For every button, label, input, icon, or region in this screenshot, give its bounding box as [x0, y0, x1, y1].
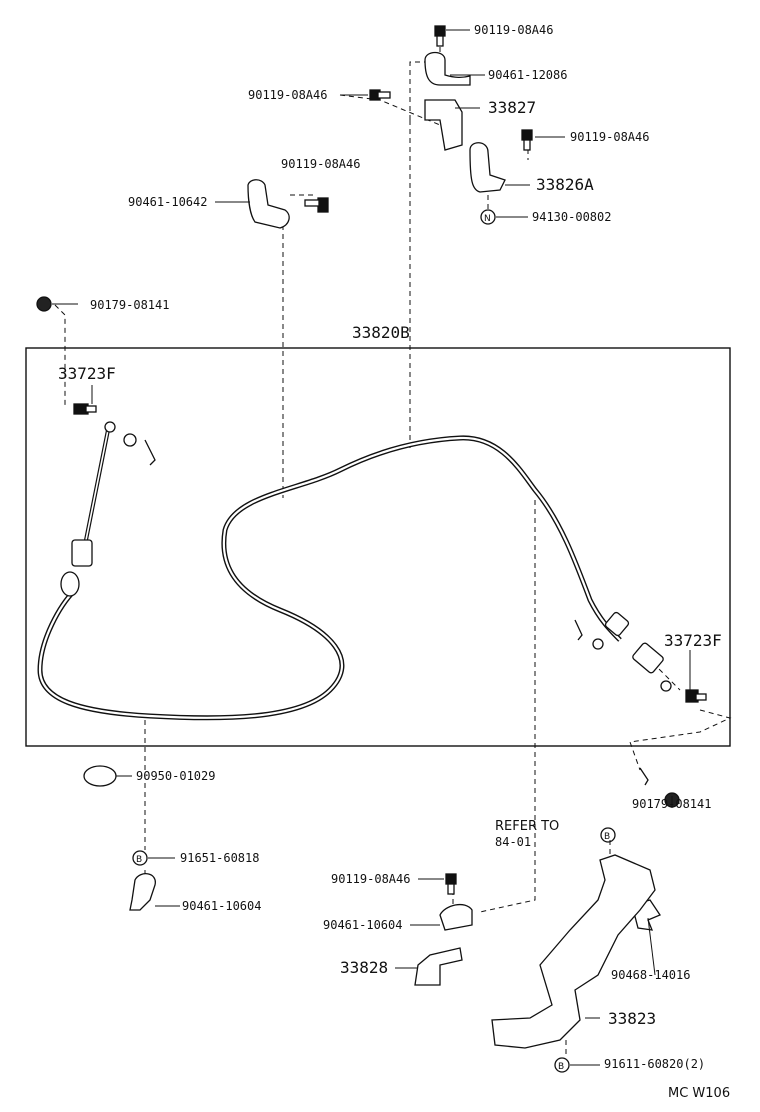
label-bracket-33823: 33823	[608, 1009, 657, 1028]
label-bolt-bottom-right: 91611-60820(2)	[604, 1057, 706, 1071]
clip-left-top	[36, 296, 52, 312]
bracket-33823	[491, 854, 656, 1049]
pin-right-bottom	[639, 767, 649, 786]
label-clamp-left: 90461-10642	[128, 195, 208, 209]
pin-right	[574, 619, 583, 641]
bolt-b-bottom: B	[554, 1057, 570, 1073]
cable-assembly-frame	[25, 347, 731, 747]
label-bracket-33826a: 33826A	[536, 175, 594, 194]
label-bolt-top: 90119-08A46	[474, 23, 554, 37]
grommet	[83, 765, 117, 787]
label-clip-right-bottom: 90179-08141	[632, 797, 712, 811]
bolt-b-top: B	[600, 827, 616, 843]
pin-left	[144, 439, 156, 466]
cable-body	[37, 435, 622, 721]
nut-n: N	[480, 209, 496, 225]
label-nut-top: 94130-00802	[532, 210, 612, 224]
clamp-left	[247, 179, 290, 229]
label-bolt-left-top: 90119-08A46	[248, 88, 328, 102]
bracket-33827	[424, 99, 463, 151]
label-bracket-33827: 33827	[488, 98, 537, 117]
label-clip-left-top: 90179-08141	[90, 298, 170, 312]
bracket-33828	[414, 947, 463, 986]
label-clamp-top: 90461-12086	[488, 68, 568, 82]
bolt-left-top	[369, 89, 391, 101]
bolt-right	[521, 129, 533, 151]
label-bracket-33828: 33828	[340, 958, 389, 977]
bolt-top	[434, 25, 446, 47]
cable-end-left	[60, 421, 116, 597]
bolt-mid	[304, 197, 329, 213]
cable-end-right	[604, 611, 672, 692]
clamp-bottom-left	[129, 873, 156, 911]
washer-right	[592, 638, 604, 650]
washer-left	[123, 433, 137, 447]
label-end-left: 33723F	[58, 364, 116, 383]
bolt-bottom	[445, 873, 457, 895]
label-leaders	[52, 29, 691, 1066]
clamp-top	[424, 51, 471, 86]
label-clip-bracket: 90468-14016	[611, 968, 691, 982]
label-refer-to: REFER TO	[495, 819, 560, 834]
label-cable-assy: 33820B	[352, 323, 410, 342]
bolt-b-left: B	[132, 850, 148, 866]
bracket-33826a	[469, 142, 506, 193]
svg-text:B: B	[136, 855, 142, 865]
svg-text:B: B	[604, 832, 610, 842]
label-bolt-bottom: 90119-08A46	[331, 872, 411, 886]
label-clamp-bottom-left: 90461-10604	[182, 899, 262, 913]
label-end-right: 33723F	[664, 631, 722, 650]
label-bolt-right: 90119-08A46	[570, 130, 650, 144]
label-bolt-mid: 90119-08A46	[281, 157, 361, 171]
label-code: MC W106	[668, 1086, 731, 1101]
label-grommet: 90950-01029	[136, 769, 216, 783]
label-clamp-bottom: 90461-10604	[323, 918, 403, 932]
clamp-bottom	[439, 903, 473, 931]
label-refer-page: 84-01	[495, 835, 532, 849]
bolt-end-left	[73, 403, 97, 415]
svg-text:N: N	[484, 214, 491, 224]
label-bolt-b-left: 91651-60818	[180, 851, 260, 865]
svg-text:B: B	[558, 1062, 564, 1072]
bolt-end-right	[685, 689, 707, 703]
